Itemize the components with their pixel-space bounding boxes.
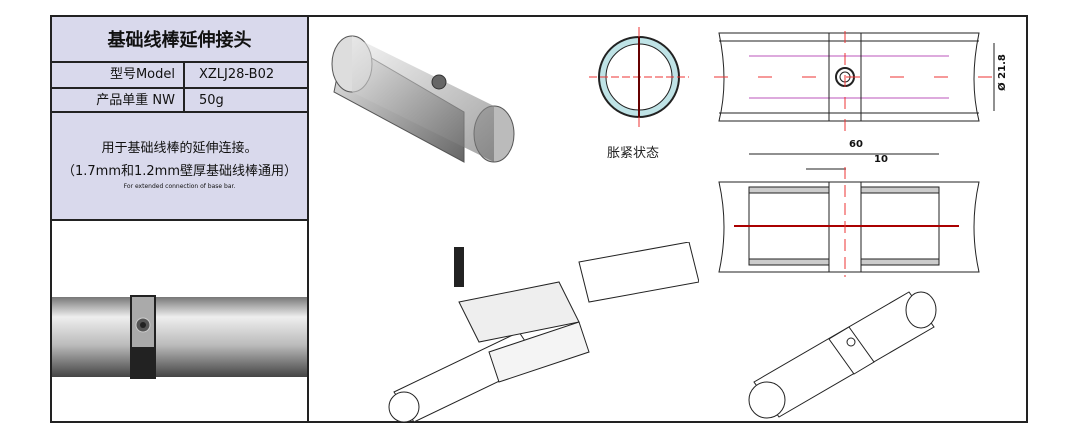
product-photo [52, 295, 307, 379]
description-line-3: For extended connection of base bar. [123, 183, 236, 190]
spec-sheet: 基础线棒延伸接头 型号Model XZLJ28-B02 产品单重 NW 50g … [50, 15, 1028, 423]
weight-label: 产品单重 NW [52, 89, 185, 111]
info-panel: 基础线棒延伸接头 型号Model XZLJ28-B02 产品单重 NW 50g … [52, 17, 309, 421]
band-width-label: 10 [874, 154, 888, 165]
length-label: 60 [849, 139, 863, 150]
assembled-view-drawing [748, 291, 937, 419]
model-row: 型号Model XZLJ28-B02 [52, 63, 307, 89]
weight-row: 产品单重 NW 50g [52, 89, 307, 113]
side-view-drawing [718, 153, 980, 277]
drawing-panel: 胀紧状态 Ø 21.8 60 10 [309, 17, 1026, 422]
description: 用于基础线棒的延伸连接。 （1.7mm和1.2mm壁厚基础线棒通用） For e… [52, 113, 307, 221]
description-line-2: （1.7mm和1.2mm壁厚基础线棒通用） [61, 164, 297, 179]
cross-section-drawing [589, 27, 689, 127]
diameter-label: Ø 21.8 [996, 54, 1008, 91]
description-line-1: 用于基础线棒的延伸连接。 [101, 141, 258, 156]
connector-render [331, 35, 515, 163]
model-value: XZLJ28-B02 [199, 67, 275, 82]
weight-value: 50g [199, 93, 224, 108]
cross-section-caption: 胀紧状态 [607, 146, 660, 161]
top-view-drawing [714, 31, 1004, 131]
product-title: 基础线棒延伸接头 [52, 17, 307, 63]
model-label: 型号Model [52, 63, 185, 87]
exploded-view-drawing [388, 242, 699, 422]
